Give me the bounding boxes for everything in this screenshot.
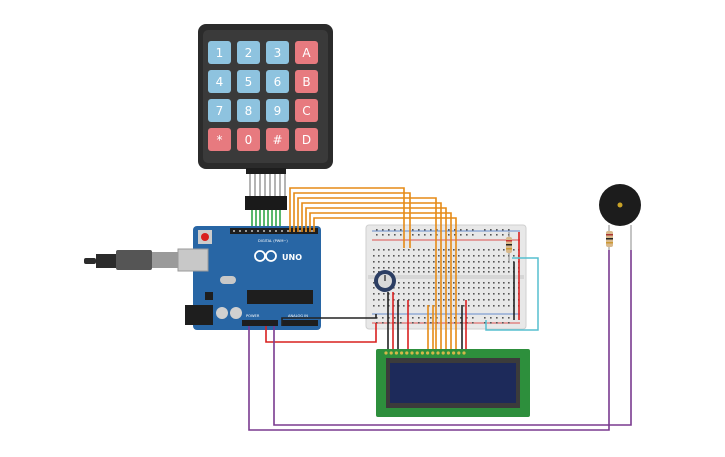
- keypad-key-label: 5: [245, 75, 253, 89]
- arduino-logo: [254, 250, 277, 262]
- keypad-ribbon-pins: [249, 174, 286, 196]
- keypad-header-connector: [245, 196, 287, 210]
- buzzer-wires: [248, 250, 632, 431]
- analog-pins-label: ANALOG IN: [288, 314, 308, 318]
- keypad-ribbon: [246, 168, 286, 174]
- power-wires: [265, 232, 520, 352]
- keypad-key-label: 3: [274, 46, 282, 60]
- keypad-key-A[interactable]: A: [295, 41, 318, 64]
- usb-plug-tip: [84, 258, 96, 264]
- keypad-key-7[interactable]: 7: [208, 99, 231, 122]
- usb-cable: [96, 254, 116, 268]
- lcd-screen: [390, 363, 516, 403]
- keypad-key-label: 1: [216, 46, 224, 60]
- buzzer-resistor[interactable]: [606, 231, 613, 247]
- capacitor-2: [230, 307, 242, 319]
- keypad-key-label: 0: [245, 133, 253, 147]
- keypad-key-D[interactable]: D: [295, 128, 318, 151]
- keypad-key-label: 8: [245, 104, 253, 118]
- keypad-key-5[interactable]: 5: [237, 70, 260, 93]
- digital-header: [230, 228, 318, 234]
- reset-button[interactable]: [201, 233, 209, 241]
- crystal: [220, 276, 236, 284]
- keypad-key-label: #: [272, 133, 282, 147]
- keypad-key-label: *: [217, 133, 223, 147]
- lcd-display[interactable]: [376, 349, 530, 417]
- lcd-data-wires: [289, 187, 457, 352]
- atmega-chip: [247, 290, 313, 304]
- buzzer-center: [617, 202, 623, 208]
- power-pins-label: POWER: [246, 314, 260, 318]
- potentiometer[interactable]: [374, 270, 396, 292]
- keypad-key-B[interactable]: B: [295, 70, 318, 93]
- keypad-key-label: 2: [245, 46, 253, 60]
- keypad-key-label: 9: [274, 104, 282, 118]
- keypad-key-label: D: [302, 133, 311, 147]
- keypad[interactable]: 1 2 3 A 4 5 6 B 7 8 9 C * 0 # D: [198, 24, 333, 210]
- usb-plug: [116, 250, 152, 270]
- keypad-key-1[interactable]: 1: [208, 41, 231, 64]
- signal-wires: [485, 257, 539, 331]
- keypad-key-*[interactable]: *: [208, 128, 231, 151]
- keypad-key-grid: 1 2 3 A 4 5 6 B 7 8 9 C * 0 # D: [208, 41, 318, 151]
- keypad-key-label: C: [302, 104, 310, 118]
- keypad-key-0[interactable]: 0: [237, 128, 260, 151]
- power-header: [242, 320, 278, 326]
- breadboard-resistor[interactable]: [506, 232, 512, 262]
- keypad-key-label: 6: [274, 75, 282, 89]
- lcd-header-pins: [384, 351, 466, 355]
- board-model-label: UNO: [282, 253, 302, 262]
- keypad-key-label: A: [302, 46, 311, 60]
- usb-port[interactable]: [177, 248, 209, 272]
- keypad-key-6[interactable]: 6: [266, 70, 289, 93]
- capacitor-1: [216, 307, 228, 319]
- digital-header-pins: [233, 230, 313, 232]
- keypad-key-4[interactable]: 4: [208, 70, 231, 93]
- keypad-key-label: B: [302, 75, 310, 89]
- power-jack[interactable]: [185, 305, 213, 325]
- keypad-key-3[interactable]: 3: [266, 41, 289, 64]
- arduino-uno[interactable]: UNO DIGITAL (PWM~) POWER ANALOG IN: [84, 226, 321, 330]
- keypad-key-2[interactable]: 2: [237, 41, 260, 64]
- digital-pins-label: DIGITAL (PWM~): [258, 239, 288, 243]
- regulator: [205, 292, 213, 300]
- keypad-key-8[interactable]: 8: [237, 99, 260, 122]
- keypad-key-C[interactable]: C: [295, 99, 318, 122]
- analog-header: [282, 320, 318, 326]
- usb-plug-metal: [152, 252, 178, 268]
- keypad-key-label: 7: [216, 104, 224, 118]
- keypad-key-#[interactable]: #: [266, 128, 289, 151]
- buzzer[interactable]: [599, 184, 641, 250]
- keypad-key-label: 4: [216, 75, 224, 89]
- keypad-key-9[interactable]: 9: [266, 99, 289, 122]
